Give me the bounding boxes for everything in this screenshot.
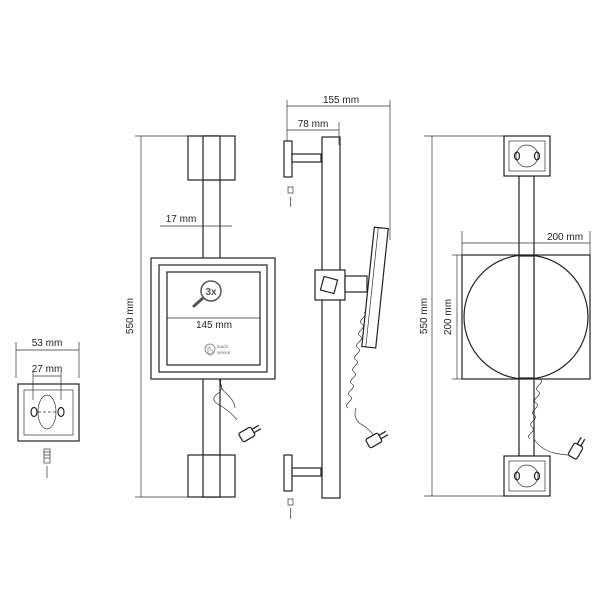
total-depth-label: 155 mm [323,95,359,106]
back-width-label: 200 mm [547,232,583,243]
front-cable [213,379,238,421]
back-top-plate [503,135,551,177]
back-height-200-label: 200 mm [443,299,454,335]
hole-spacing-label: 27 mm [32,364,63,375]
screw-icon [43,448,51,464]
side-plug-icon [365,430,389,449]
magnification-label: 3x [205,287,217,298]
wall-plate-view: 53 mm 27 mm [15,338,80,478]
front-view: 550 mm 17 mm 3x 145 mm touch sensor [125,135,276,498]
back-view: 550 mm 200 mm 200 mm [419,135,591,497]
side-bar [321,136,341,499]
wall-plate [17,383,80,442]
back-plug-icon [567,436,586,460]
side-view: 155 mm 78 mm [283,95,391,519]
plate-width-label: 53 mm [32,338,63,349]
bar-width-label: 17 mm [166,214,197,225]
touch-sensor-line1: touch [217,344,229,349]
front-plug-icon [238,424,262,443]
front-height-label: 550 mm [125,298,136,334]
front-mirror-frame [150,257,276,380]
touch-sensor-line2: sensor [217,350,231,355]
back-cable [528,378,542,440]
magnifier-icon [200,280,222,302]
mirror-width-label: 145 mm [196,320,232,331]
arm-depth-label: 78 mm [298,119,329,130]
back-bottom-plate [503,455,551,497]
front-mirror-glass [166,271,261,366]
back-mirror-circle [463,254,589,380]
side-cable [346,311,366,409]
back-height-label: 550 mm [419,298,430,334]
side-mirror [361,226,389,349]
